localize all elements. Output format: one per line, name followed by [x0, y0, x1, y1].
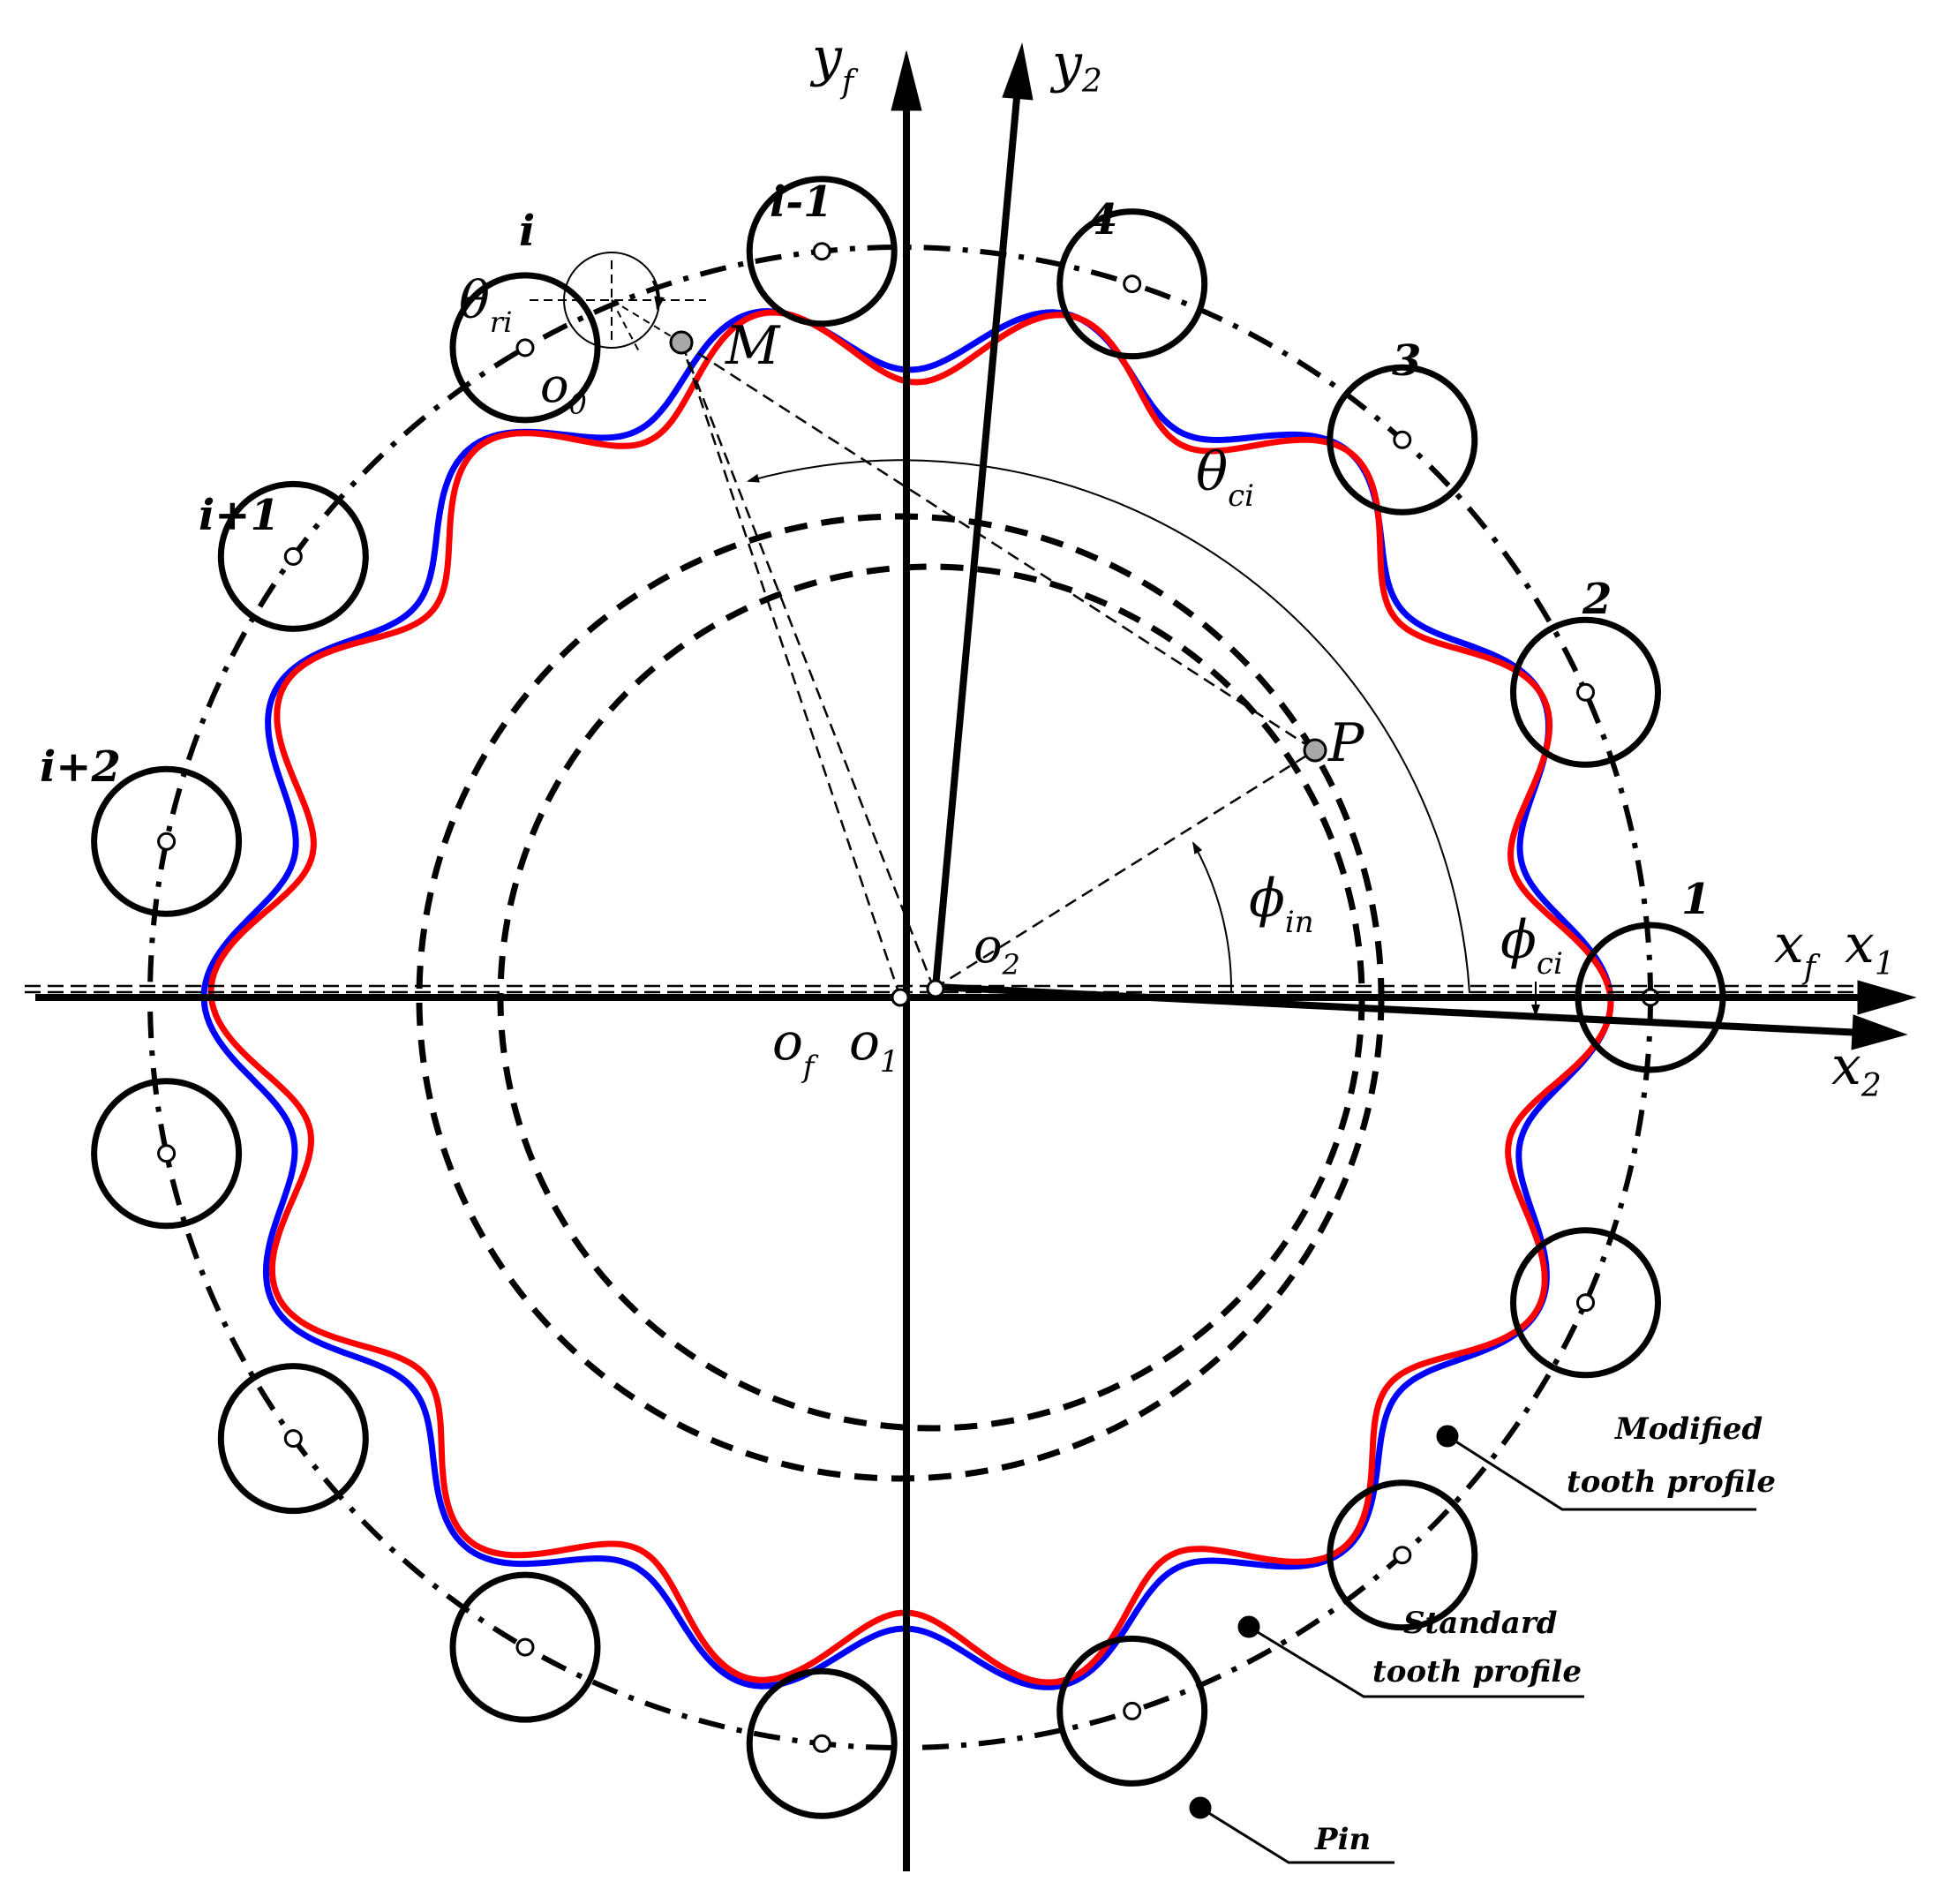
pin-label-i-plus-2: i+2 [40, 742, 121, 792]
pin-13 [1327, 1479, 1478, 1631]
pin-4 [746, 176, 898, 327]
legend-modified-line2: tooth profile [1567, 1464, 1776, 1500]
x2-label: x2 [1831, 1035, 1882, 1104]
pin-hub-6 [283, 546, 303, 566]
pin-hub-3 [1123, 275, 1142, 294]
phi-in-label: ϕin [1249, 868, 1314, 940]
pin-i-detail [530, 252, 706, 354]
pin-11 [746, 1667, 898, 1819]
pin-1 [1510, 616, 1661, 768]
pin-10 [449, 1571, 601, 1723]
xf-arrowhead [1857, 980, 1917, 1015]
pin-8 [91, 1078, 243, 1230]
pin-12 [1056, 1635, 1208, 1787]
pin-2 [1327, 364, 1478, 516]
pin-hub-13 [1393, 1546, 1412, 1565]
pin-hub-1 [1576, 682, 1595, 702]
pin-labels: 1 2 3 4 i-1 i i+1 i+2 [40, 177, 1710, 924]
pin-label-i-minus-1: i-1 [770, 177, 833, 227]
pin-hub-2 [1393, 430, 1412, 449]
pin-hub-8 [157, 1144, 177, 1163]
pin-14 [1510, 1227, 1661, 1379]
x2-axis [935, 983, 1863, 1036]
y2-arrowhead [1002, 42, 1034, 101]
o0-label: o0 [540, 357, 587, 421]
pin-3 [1056, 208, 1208, 360]
phi-ci-label: ϕci [1500, 909, 1563, 982]
o1-label: o1 [849, 1012, 899, 1080]
y2-label: y2 [1049, 33, 1102, 100]
axes [35, 42, 1917, 1871]
math-labels: yf y2 xf x1 x2 of o1 o2 o0 M P θci θri ϕ… [459, 26, 1895, 1104]
pin-label-i: i [519, 207, 535, 256]
theta-ci-label: θci [1196, 441, 1254, 514]
legend: Modified tooth profile Standard tooth pr… [1314, 1411, 1776, 1857]
legend-pin: Pin [1314, 1822, 1371, 1857]
yf-label: yf [809, 26, 859, 101]
pin-5 [449, 272, 601, 424]
pin-label-4: 4 [1088, 195, 1117, 245]
legend-standard-line1: Standard [1403, 1606, 1558, 1641]
pin-label-i-plus-1: i+1 [199, 491, 280, 540]
pin-hub-11 [812, 1734, 831, 1753]
legend-standard-line2: tooth profile [1372, 1654, 1582, 1690]
pin-hub-4 [812, 242, 831, 261]
legend-modified-line1: Modified [1614, 1411, 1763, 1447]
pin-7 [91, 765, 243, 917]
pin-label-1: 1 [1681, 875, 1710, 924]
of-o1-center [891, 988, 910, 1007]
xf-label: xf [1774, 914, 1821, 986]
point-P [1303, 738, 1327, 763]
M-label: M [725, 315, 781, 377]
x1-label: x1 [1845, 914, 1895, 982]
pin-hub-5 [515, 338, 535, 357]
pin-hub-14 [1576, 1293, 1595, 1313]
pin-hub-9 [283, 1429, 303, 1449]
P-label: P [1327, 712, 1365, 774]
pin-9 [217, 1363, 369, 1515]
pin-hub-7 [157, 832, 177, 851]
point-M [669, 330, 694, 355]
y2-axis [932, 87, 1021, 988]
angle-arcs [747, 459, 1540, 1017]
pin-label-3: 3 [1392, 336, 1421, 386]
pin-hub-12 [1123, 1701, 1142, 1720]
pin-label-2: 2 [1582, 575, 1612, 624]
x2-arrowhead [1851, 1014, 1908, 1050]
o2-label: o2 [974, 918, 1020, 982]
legend-leaders [1189, 1425, 1756, 1864]
theta-ri-label: θri [459, 270, 512, 339]
of-label: of [772, 1012, 819, 1085]
o2-center [926, 979, 945, 998]
points [669, 330, 1327, 1007]
yf-arrowhead [891, 50, 922, 111]
pin-6 [217, 480, 369, 632]
pin-hub-10 [515, 1637, 535, 1657]
